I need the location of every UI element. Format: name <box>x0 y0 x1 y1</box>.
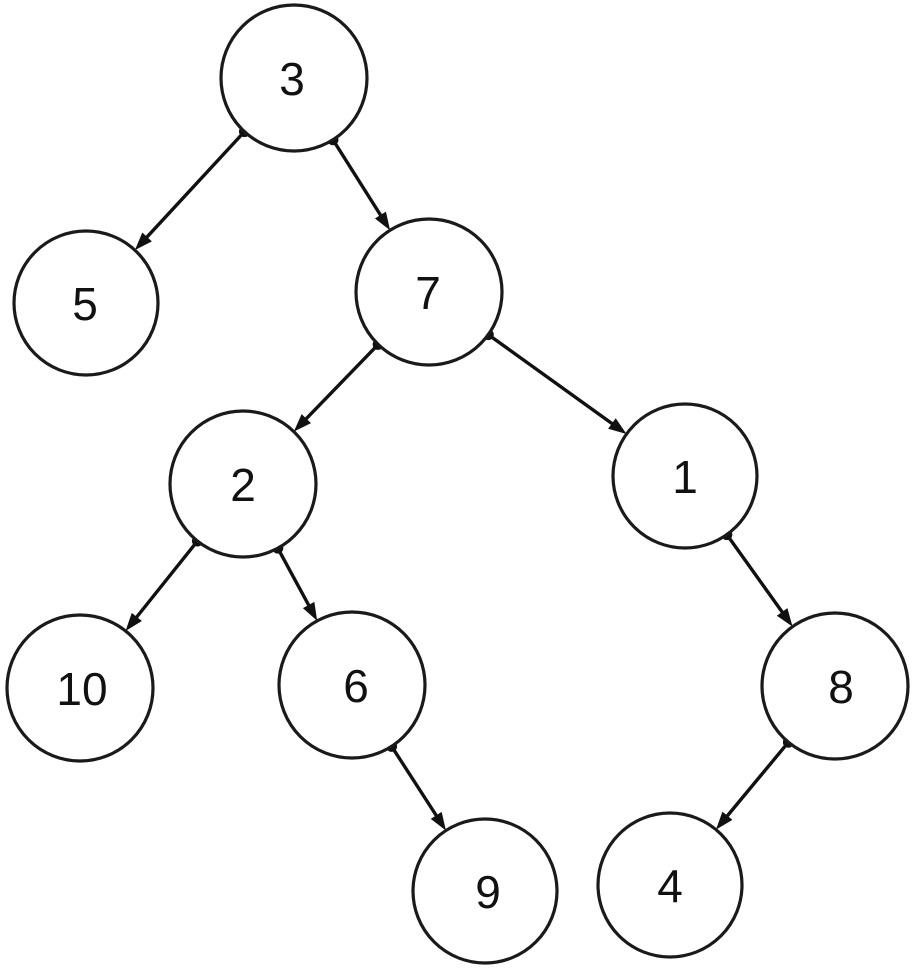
node-label: 4 <box>657 860 683 912</box>
edge-arrowhead-icon <box>374 211 391 231</box>
edge-8-to-4 <box>715 736 794 830</box>
tree-node-9[interactable]: 9 <box>411 817 559 965</box>
edge-arrowhead-icon <box>608 418 627 434</box>
node-label: 9 <box>475 866 501 918</box>
node-circle[interactable] <box>611 402 759 550</box>
node-circle[interactable] <box>12 229 160 377</box>
node-label: 8 <box>828 661 854 713</box>
edge-arrowhead-icon <box>134 232 152 251</box>
edge-3-to-7 <box>327 134 391 231</box>
tree-node-7[interactable]: 7 <box>354 217 504 367</box>
node-label: 2 <box>230 459 256 511</box>
edge-line <box>725 533 788 619</box>
tree-node-1[interactable]: 1 <box>611 402 759 550</box>
node-label: 7 <box>415 267 441 319</box>
node-circle[interactable] <box>411 817 559 965</box>
node-circle[interactable] <box>219 3 369 153</box>
tree-node-6[interactable]: 6 <box>277 610 427 760</box>
edge-line <box>390 745 442 823</box>
edge-line <box>276 547 314 612</box>
node-label: 1 <box>672 451 698 503</box>
edge-2-to-10 <box>125 535 203 631</box>
nodes-layer: 3 5 7 2 1 10 6 8 9 4 <box>5 3 910 965</box>
edge-arrowhead-icon <box>715 811 733 830</box>
edge-arrowhead-icon <box>293 414 311 432</box>
edge-6-to-9 <box>386 740 446 831</box>
node-circle[interactable] <box>5 613 155 763</box>
edge-line <box>131 539 199 624</box>
edge-line <box>300 343 380 425</box>
edge-line <box>141 130 246 244</box>
edge-arrowhead-icon <box>430 811 446 831</box>
node-circle[interactable] <box>168 409 318 559</box>
edge-3-to-5 <box>134 126 250 251</box>
tree-node-2[interactable]: 2 <box>168 409 318 559</box>
edge-1-to-8 <box>721 529 793 627</box>
edge-arrowhead-icon <box>125 612 142 631</box>
edge-line <box>487 333 619 429</box>
node-label: 6 <box>343 660 369 712</box>
node-circle[interactable] <box>596 811 744 959</box>
node-label: 10 <box>56 663 107 715</box>
tree-node-10[interactable]: 10 <box>5 613 155 763</box>
tree-node-5[interactable]: 5 <box>12 229 160 377</box>
node-circle[interactable] <box>354 217 504 367</box>
node-label: 5 <box>72 278 98 330</box>
edge-arrowhead-icon <box>776 608 793 627</box>
edge-line <box>331 138 386 222</box>
edge-7-to-2 <box>293 338 384 432</box>
edge-arrowhead-icon <box>302 601 318 621</box>
tree-node-4[interactable]: 4 <box>596 811 744 959</box>
tree-node-8[interactable]: 8 <box>760 611 910 761</box>
node-label: 3 <box>279 53 305 105</box>
node-circle[interactable] <box>760 611 910 761</box>
edge-line <box>721 741 790 823</box>
edge-7-to-1 <box>482 329 627 434</box>
edge-2-to-6 <box>272 542 318 621</box>
tree-node-3[interactable]: 3 <box>219 3 369 153</box>
node-circle[interactable] <box>277 610 427 760</box>
